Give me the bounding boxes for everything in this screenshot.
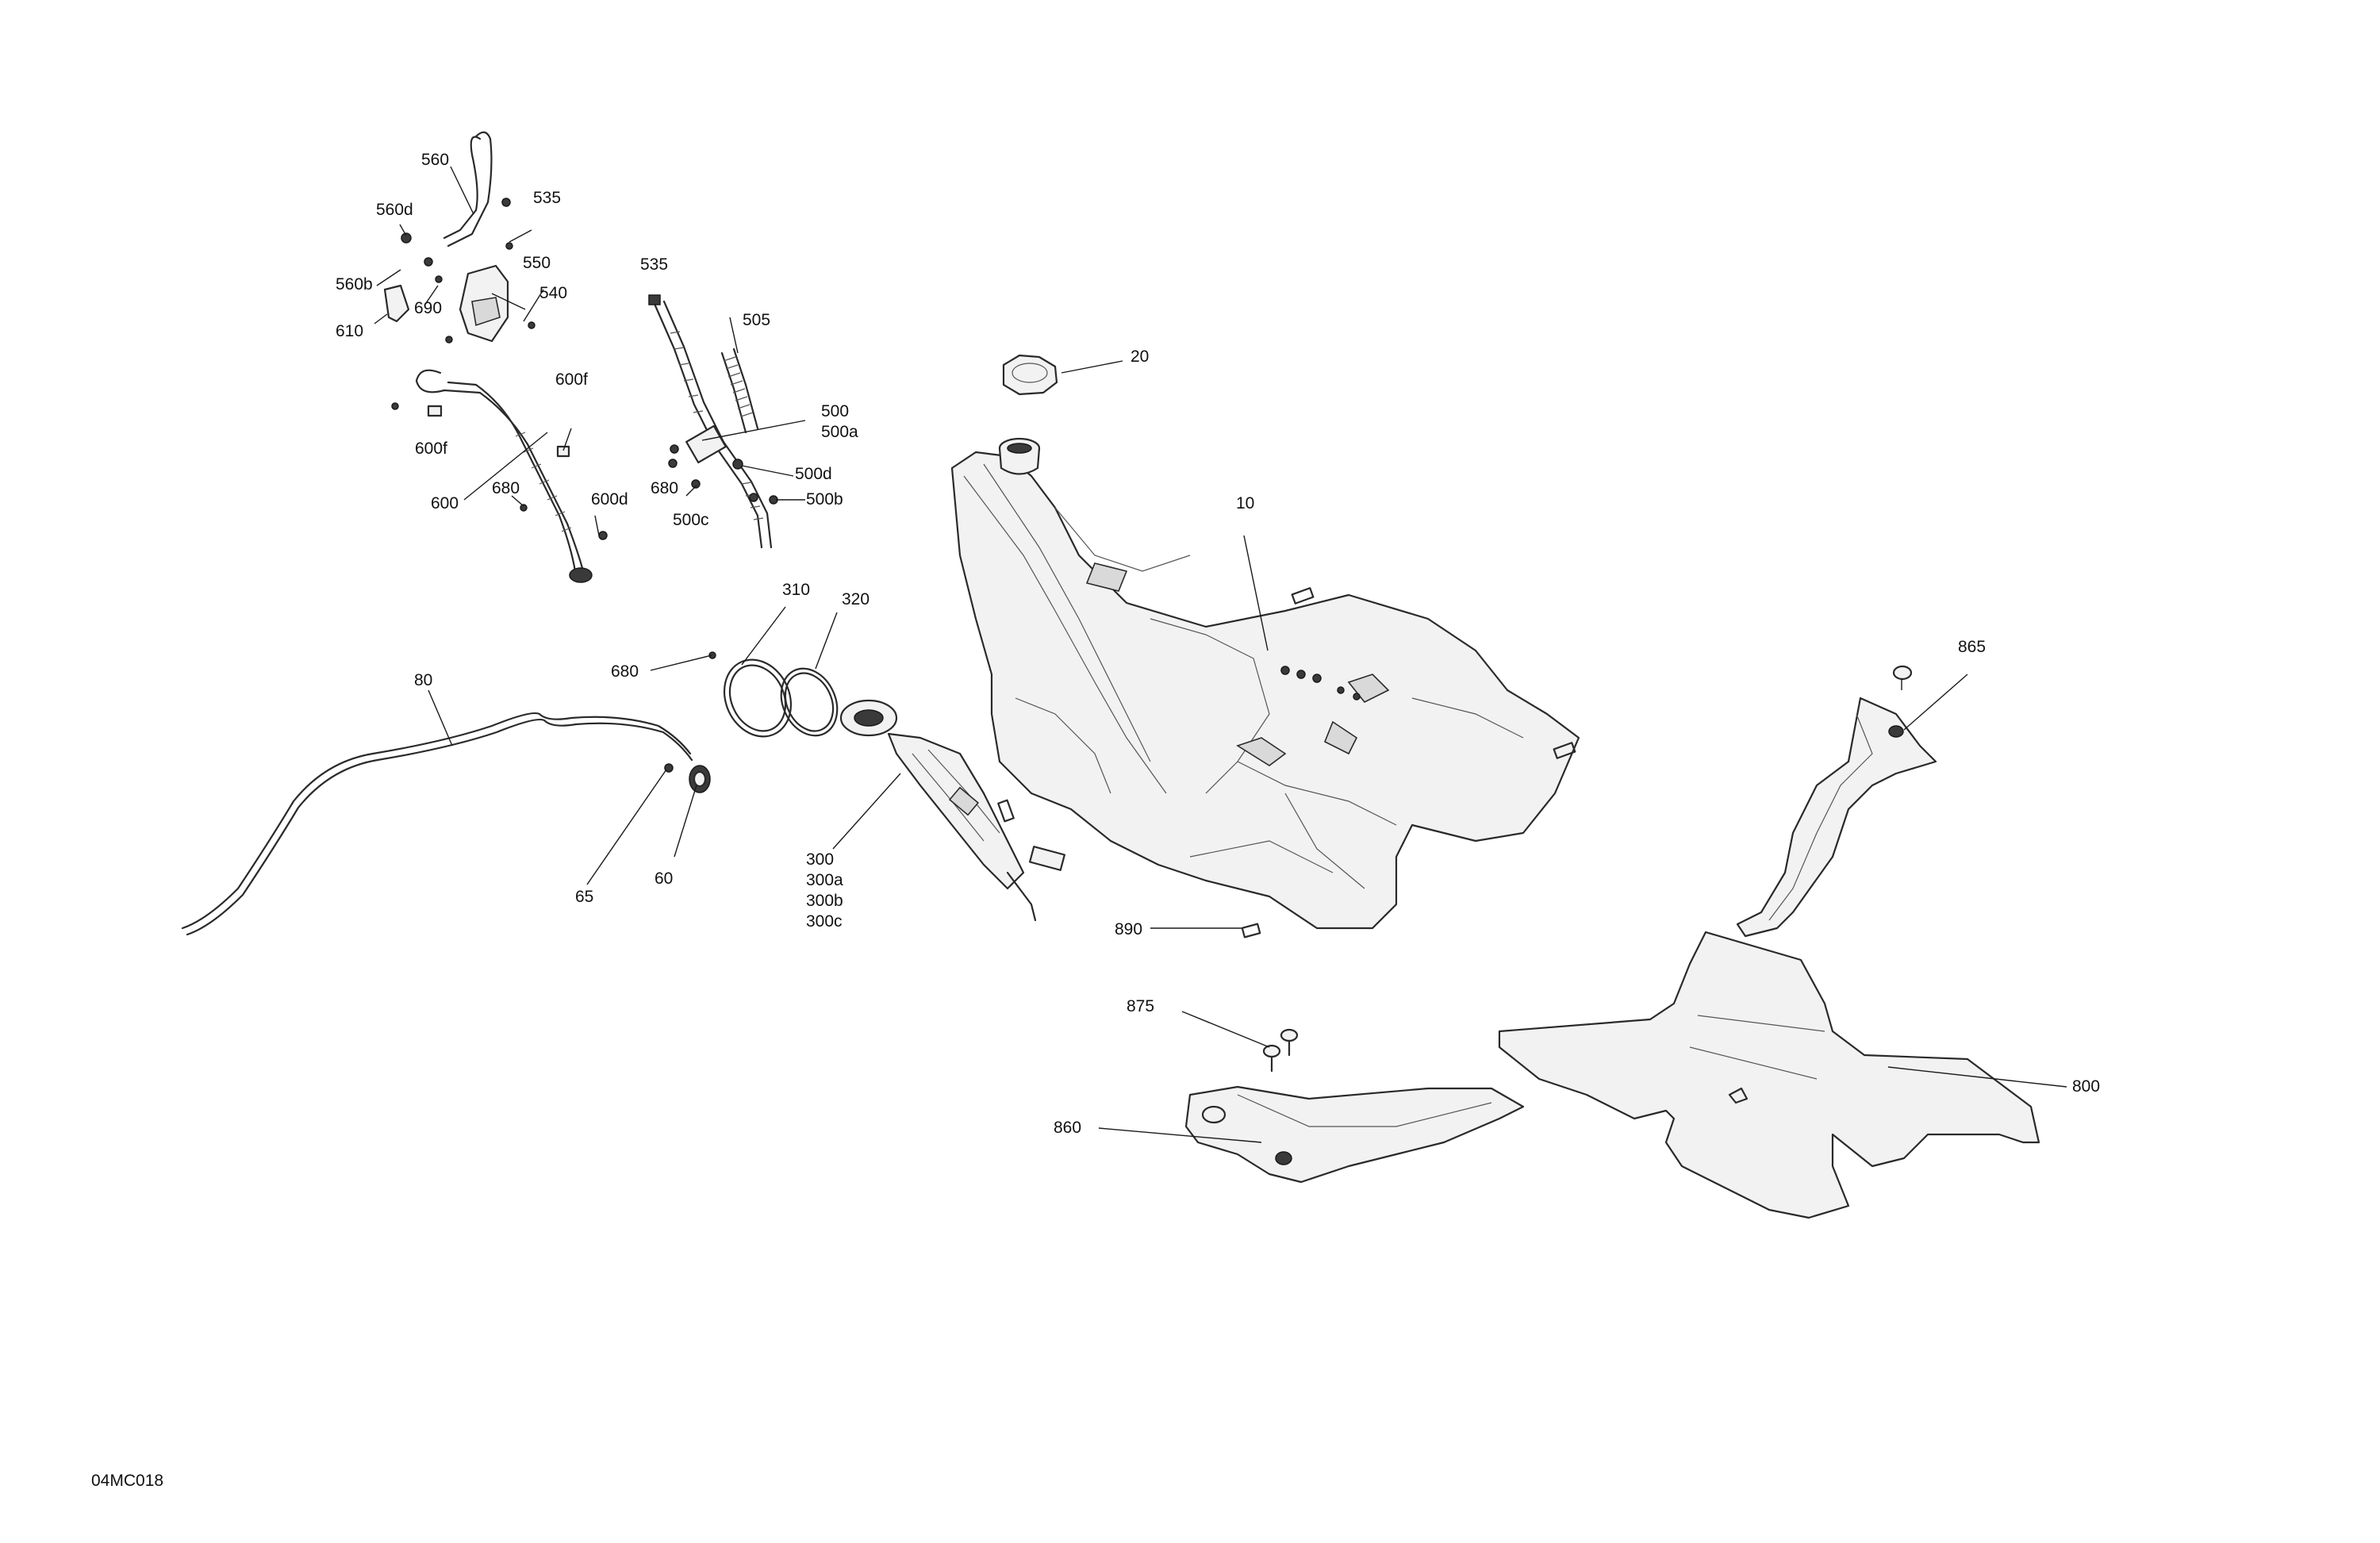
callout-300a: 300a [806,871,843,889]
vent-valve-bracket [459,264,509,343]
callout-600: 600 [431,494,459,512]
callout-500: 500 [821,402,849,420]
callout-560: 560 [421,151,449,169]
insulation-pad-800 [1498,931,2040,1219]
callout-300: 300 [806,850,834,869]
callout-500b: 500b [806,490,843,509]
callout-550: 550 [523,254,551,272]
diagram-reference-code: 04MC018 [91,1472,163,1490]
callout-690: 690 [414,299,442,317]
callout-300c: 300c [806,912,843,931]
callout-875: 875 [1127,997,1154,1015]
callout-800: 800 [2072,1077,2100,1096]
push-rivets-875 [1262,1028,1299,1073]
fuel-filler-cap [1002,354,1058,396]
spacer-890 [1241,923,1261,938]
callout-65: 65 [575,888,593,906]
callout-540: 540 [539,284,567,302]
heat-shield-865 [1736,665,1937,938]
leader-lines [374,166,2067,1143]
callout-10: 10 [1236,494,1254,512]
callout-680-a: 680 [492,479,520,497]
callout-500d: 500d [795,465,832,483]
pump-o-ring [780,667,839,737]
fuel-line [181,712,693,936]
callout-500a: 500a [821,423,858,441]
vent-tube [443,131,493,248]
callout-560d: 560d [376,201,413,219]
callout-680-c: 680 [611,662,639,681]
callout-600d: 600d [591,490,628,509]
vent-fittings [668,444,778,505]
callout-560b: 560b [336,275,373,294]
filler-hose [415,369,593,583]
callout-535-top: 535 [640,255,668,274]
callout-505: 505 [743,311,770,329]
small-fasteners [391,198,716,659]
callout-320: 320 [842,590,869,608]
vent-hose-assembly [648,294,773,549]
callout-680-b: 680 [651,479,678,497]
fuel-tank [950,437,1580,930]
pump-lock-ring [723,658,793,738]
fuel-pump-module [839,699,1066,922]
callout-60: 60 [654,869,673,888]
heat-shield-860 [1184,1085,1525,1184]
callout-610: 610 [336,322,363,340]
callout-860: 860 [1054,1119,1081,1137]
vent-hose-sleeve [720,347,759,434]
callout-535: 535 [533,189,561,207]
callout-310: 310 [782,581,810,599]
callout-600f-upper: 600f [555,370,588,389]
callout-80: 80 [414,671,432,689]
callout-300b: 300b [806,892,843,910]
bracket-610 [383,284,410,323]
callout-labels: 10 20 60 65 80 300 300a 300b 300c 310 32… [336,151,2100,1137]
callout-500c: 500c [673,511,709,529]
callout-865: 865 [1958,638,1986,656]
callout-20: 20 [1130,347,1149,366]
callout-600f-lower: 600f [415,439,447,458]
quick-connect-fitting [689,765,711,793]
callout-890: 890 [1115,920,1142,938]
